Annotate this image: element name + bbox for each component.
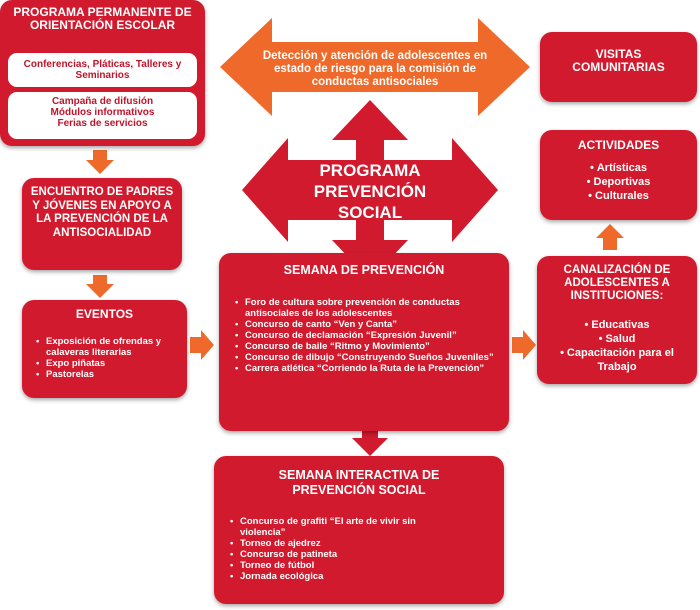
semana-prevencion-list: Foro de cultura sobre prevención de cond… [233,297,495,374]
encuentro-title: ENCUENTRO DE PADRES Y JÓVENES EN APOYO A… [30,186,174,239]
programa-line-2: PREVENCIÓN [313,182,427,201]
semana-prevencion-item: Concurso de declamación “Expresión Juven… [233,330,495,341]
pill2-line-1: Campaña de difusión [51,96,154,107]
actividades-item: Deportivas [550,175,687,189]
semana-prevencion-item: Carrera atlética “Corriendo la Ruta de l… [233,363,495,374]
semana-interactiva-list: Concurso de grafiti “El arte de vivir si… [228,516,448,582]
semana-prevencion-item: Foro de cultura sobre prevención de cond… [233,297,495,319]
canalizacion-item: Salud [543,332,691,346]
actividades-title: ACTIVIDADES [577,138,660,152]
visitas-title: VISITAS COMUNITARIAS [572,47,665,74]
programa-line-1: PROGRAMA [319,161,421,180]
semana-prevencion-box: SEMANA DE PREVENCIÓN Foro de cultura sob… [219,253,509,431]
eventos-list: Exposición de ofrendas y calaveras liter… [34,336,182,380]
semana-prevencion-title: SEMANA DE PREVENCIÓN [283,263,445,277]
actividades-box: ACTIVIDADES Artísticas Deportivas Cultur… [540,130,697,220]
programa-permanente-title: PROGRAMA PERMANENTE DE ORIENTACIÓN ESCOL… [13,5,192,32]
canalizacion-title: CANALIZACIÓN DE ADOLESCENTES A INSTITUCI… [563,264,671,302]
encuentro-box: ENCUENTRO DE PADRES Y JÓVENES EN APOYO A… [22,178,182,270]
semana-interactiva-item: Jornada ecológica [228,571,448,582]
canalizacion-item: Capacitación para el Trabajo [543,346,691,374]
pill2-line-2: Módulos informativos [50,107,155,118]
semana-prevencion-item: Concurso de canto “Ven y Canta” [233,319,495,330]
programa-permanente-pill-campana: Campaña de difusión Módulos informativos… [8,92,197,139]
semana-interactiva-item: Concurso de grafiti “El arte de vivir si… [228,516,448,538]
actividades-item: Artísticas [550,161,687,175]
arrow-right-to-semana [190,330,214,360]
arrow-down-to-encuentro [86,150,114,174]
programa-line-3: SOCIAL [337,203,403,222]
semana-prevencion-item: Concurso de baile “Ritmo y Movimiento” [233,341,495,352]
programa-permanente-pill-conferencias: Conferencias, Pláticas, Talleres y Semin… [8,53,197,87]
canalizacion-box: CANALIZACIÓN DE ADOLESCENTES A INSTITUCI… [537,256,697,384]
actividades-item: Culturales [550,189,687,203]
deteccion-text: Detección y atención de adolescentes en … [262,50,488,88]
visitas-box: VISITAS COMUNITARIAS [540,32,697,102]
arrow-up-to-actividades [596,224,624,250]
deteccion-double-arrow [220,18,530,116]
arrow-down-to-eventos [86,275,114,298]
semana-interactiva-item: Torneo de ajedrez [228,538,448,549]
eventos-item: Expo piñatas [34,358,182,369]
semana-interactiva-item: Torneo de fútbol [228,560,448,571]
arrow-right-to-canalizacion [512,330,536,360]
programa-permanente-box: PROGRAMA PERMANENTE DE ORIENTACIÓN ESCOL… [0,0,205,146]
actividades-list: Artísticas Deportivas Culturales [550,161,687,203]
semana-interactiva-box: SEMANA INTERACTIVA DE PREVENCIÓN SOCIAL … [214,456,504,604]
canalizacion-list: Educativas Salud Capacitación para el Tr… [543,318,691,374]
pill2-line-3: Ferias de servicios [57,118,148,129]
eventos-item: Exposición de ofrendas y calaveras liter… [34,336,182,358]
semana-prevencion-item: Concurso de dibujo “Construyendo Sueños … [233,352,495,363]
canalizacion-item: Educativas [543,318,691,332]
eventos-title: EVENTOS [75,307,134,321]
programa-central-title: PROGRAMA PREVENCIÓN SOCIAL [290,160,450,223]
semana-interactiva-title: SEMANA INTERACTIVA DE PREVENCIÓN SOCIAL [278,468,440,497]
eventos-item: Pastorelas [34,369,182,380]
semana-interactiva-item: Concurso de patineta [228,549,448,560]
arrow-down-to-interactiva [352,428,388,456]
eventos-box: EVENTOS Exposición de ofrendas y calaver… [22,300,187,398]
programa-four-way-arrow [242,100,498,280]
